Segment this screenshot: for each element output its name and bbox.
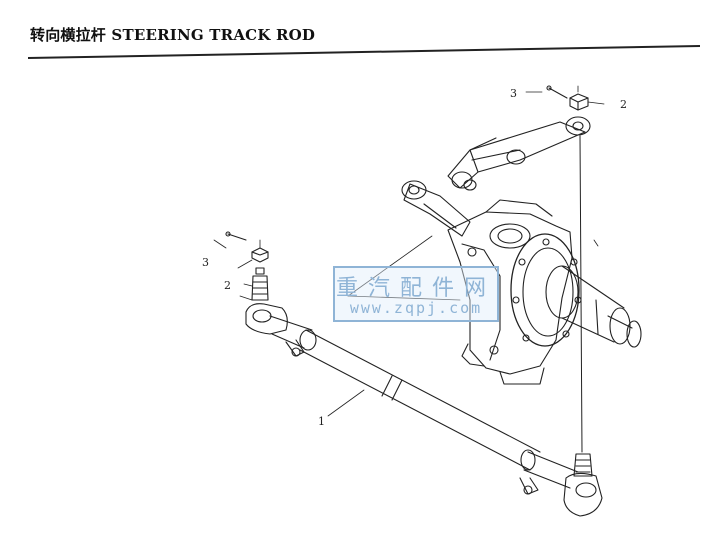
callout-3-right: 3: [510, 87, 517, 100]
callout-1: 1: [318, 415, 325, 428]
steering-knuckle-drawing: [401, 116, 642, 385]
callout-3-left: 3: [202, 256, 209, 269]
left-castle-nut-and-pin: [213, 231, 269, 301]
track-rod-drawing: [245, 303, 603, 517]
watermark: 重汽配件网 www.zqpj.com: [333, 266, 499, 322]
callout-2-right: 2: [620, 98, 627, 111]
pivot-axis-line: [579, 135, 583, 453]
header-rule: [27, 45, 701, 59]
page-title: 转向横拉杆 STEERING TRACK ROD: [30, 26, 316, 44]
callout-1-leader: [327, 389, 365, 417]
right-castle-nut-and-pin: [525, 85, 605, 111]
watermark-url-text: www.zqpj.com: [349, 299, 483, 317]
callout-2-left: 2: [224, 279, 231, 292]
watermark-chinese-text: 重汽配件网: [335, 276, 496, 301]
